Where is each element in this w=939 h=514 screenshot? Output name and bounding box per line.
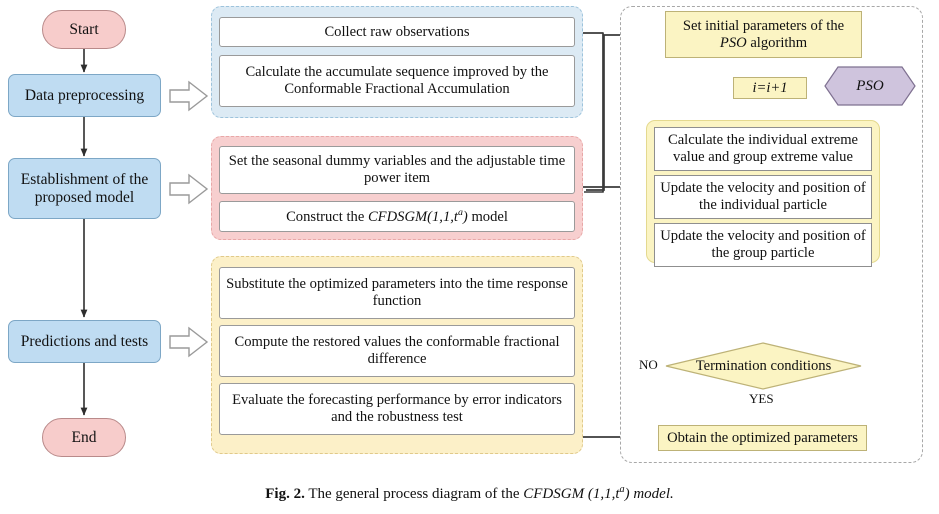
node-end: End xyxy=(42,418,126,457)
branch-label-yes: YES xyxy=(748,391,775,407)
pso-obtain-optimized-parameters-label: Obtain the optimized parameters xyxy=(667,429,858,446)
step-evaluate-forecasting-performance-label: Evaluate the forecasting performance by … xyxy=(232,392,562,425)
figure-caption-label: Fig. 2. xyxy=(265,486,305,502)
step-substitute-optimized-parameters: Substitute the optimized parameters into… xyxy=(219,267,575,319)
pso-termination-decision: Termination conditions xyxy=(665,342,862,390)
pso-counter: i=i+1 xyxy=(733,77,807,99)
step-collect-raw-observations-label: Collect raw observations xyxy=(324,23,470,40)
step-collect-raw-observations: Collect raw observations xyxy=(219,17,575,47)
node-start-label: Start xyxy=(69,20,99,38)
step-construct-model: Construct the CFDSGM(1,1,ta) model xyxy=(219,201,575,232)
pso-set-initial-parameters: Set initial parameters of the PSO algori… xyxy=(665,11,862,58)
pso-update-individual-particle: Update the velocity and position of the … xyxy=(654,175,872,219)
pso-set-initial-parameters-label: Set initial parameters of the PSO algori… xyxy=(682,17,845,51)
figure-caption-model: CFDSGM (1,1,t xyxy=(523,486,620,502)
figure-caption-text: The general process diagram of the xyxy=(308,486,520,502)
node-establishment-model: Establishment of the proposed model xyxy=(8,158,161,219)
node-data-preprocessing: Data preprocessing xyxy=(8,74,161,117)
pso-update-group-particle-label: Update the velocity and position of the … xyxy=(660,228,866,261)
step-construct-model-label: Construct the CFDSGM(1,1,ta) model xyxy=(286,207,508,225)
pso-update-group-particle: Update the velocity and position of the … xyxy=(654,223,872,267)
pso-obtain-optimized-parameters: Obtain the optimized parameters xyxy=(658,425,867,451)
step-compute-restored-values: Compute the restored values the conforma… xyxy=(219,325,575,377)
hexagon-shape xyxy=(824,66,916,106)
diamond-shape xyxy=(665,342,862,390)
block-arrow-preprocessing xyxy=(169,80,209,112)
node-predictions-tests-label: Predictions and tests xyxy=(20,332,149,350)
node-establishment-model-label: Establishment of the proposed model xyxy=(20,171,149,206)
node-data-preprocessing-label: Data preprocessing xyxy=(24,86,145,104)
figure-caption: Fig. 2. The general process diagram of t… xyxy=(265,484,674,502)
step-substitute-optimized-parameters-label: Substitute the optimized parameters into… xyxy=(226,276,568,309)
step-calculate-accumulate-sequence-label: Calculate the accumulate sequence improv… xyxy=(245,64,549,97)
step-calculate-accumulate-sequence: Calculate the accumulate sequence improv… xyxy=(219,55,575,107)
node-predictions-tests: Predictions and tests xyxy=(8,320,161,363)
pso-calc-extreme-values: Calculate the individual extreme value a… xyxy=(654,127,872,171)
pso-termination-decision-label: Termination conditions xyxy=(695,357,832,374)
step-set-seasonal-dummy: Set the seasonal dummy variables and the… xyxy=(219,146,575,194)
node-end-label: End xyxy=(71,428,97,446)
pso-update-individual-particle-label: Update the velocity and position of the … xyxy=(660,180,866,213)
block-arrow-model xyxy=(169,173,209,205)
step-set-seasonal-dummy-label: Set the seasonal dummy variables and the… xyxy=(228,153,566,186)
pso-badge: PSO xyxy=(824,66,916,106)
step-compute-restored-values-label: Compute the restored values the conforma… xyxy=(234,334,560,367)
branch-label-no: NO xyxy=(638,357,659,373)
block-arrow-predictions xyxy=(169,326,209,358)
pso-badge-label: PSO xyxy=(856,77,884,94)
pso-counter-label: i=i+1 xyxy=(752,79,788,96)
pso-calc-extreme-values-label: Calculate the individual extreme value a… xyxy=(667,132,859,165)
node-start: Start xyxy=(42,10,126,49)
step-evaluate-forecasting-performance: Evaluate the forecasting performance by … xyxy=(219,383,575,435)
